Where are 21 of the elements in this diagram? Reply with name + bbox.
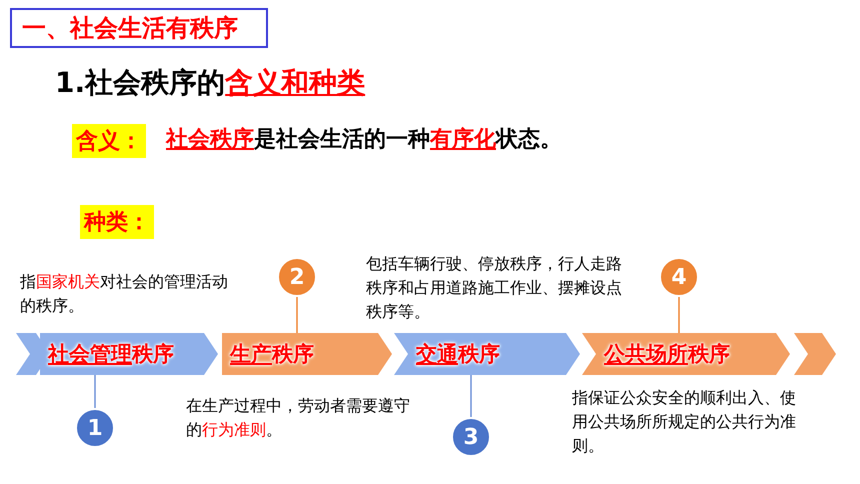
number-badge: 4 (659, 257, 699, 297)
highlighted-term: 种类： (80, 205, 154, 239)
leader-line (296, 297, 298, 333)
stage-label: 社会管理秩序 (48, 341, 174, 368)
slide-title: 一、社会生活有秩序 (10, 8, 268, 48)
leader-line (678, 297, 680, 333)
stage-label: 生产秩序 (230, 341, 314, 368)
number-badge: 3 (451, 417, 491, 457)
stage-label: 公共场所秩序 (604, 341, 730, 368)
leader-line (470, 375, 472, 417)
section-heading: 1.社会秩序的含义和种类 (55, 65, 366, 101)
description-text: 包括车辆行驶、停放秩序，行人走路秩序和占用道路施工作业、摆摊设点秩序等。 (366, 253, 623, 323)
definition-text: 社会秩序是社会生活的一种有序化状态。 (166, 126, 562, 154)
description-text: 指国家机关对社会的管理活动的秩序。 (20, 271, 229, 317)
description-text: 在生产过程中，劳动者需要遵守的行为准则。 (186, 395, 410, 441)
number-badge: 1 (75, 408, 115, 448)
number-badge: 2 (277, 257, 317, 297)
highlighted-term: 含义： (72, 124, 146, 158)
description-text: 指保证公众安全的顺利出入、使用公共场所所规定的公共行为准则。 (572, 387, 797, 457)
leader-line (94, 375, 96, 408)
stage-label: 交通秩序 (416, 341, 500, 368)
